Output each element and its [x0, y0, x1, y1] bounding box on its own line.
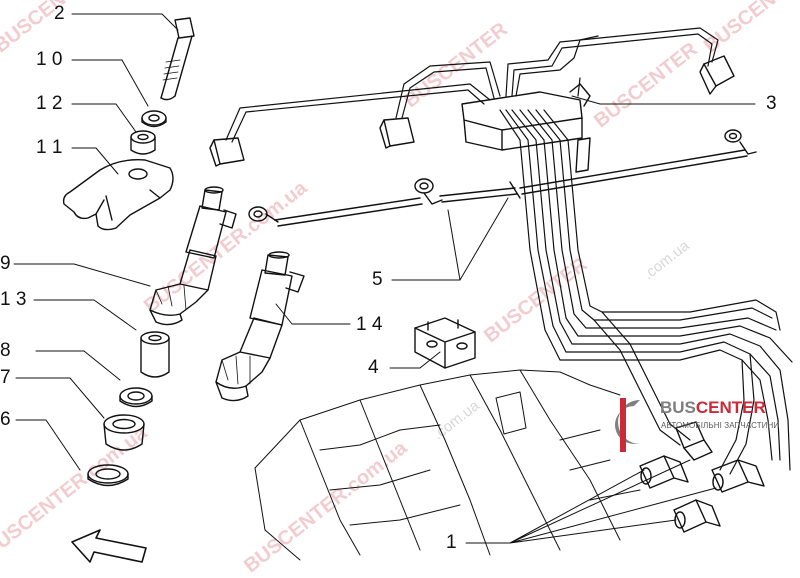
callout-6: 6 — [0, 409, 11, 430]
logo-word-center: CENTER — [695, 398, 766, 417]
pipe-fitting-part-1 — [639, 455, 689, 489]
return-line-part-5 — [248, 129, 757, 227]
pipe-nut — [699, 55, 735, 95]
injector-part-9 — [149, 186, 237, 326]
injection-pipes — [225, 27, 793, 475]
pipe-nut — [379, 117, 415, 149]
pipe-fitting-part-1 — [711, 459, 765, 493]
cup-part-7 — [103, 414, 145, 451]
injector-part-14 — [215, 251, 305, 402]
washer-part-10 — [141, 110, 167, 128]
callout-10: 1 0 — [36, 49, 63, 70]
callout-11: 1 1 — [36, 137, 63, 158]
callout-5: 5 — [372, 269, 383, 290]
logo-word-bus: BUS — [660, 398, 696, 417]
bushing-part-12 — [130, 130, 156, 155]
callout-14: 1 4 — [356, 314, 383, 335]
pipe-nut — [209, 137, 245, 167]
clamp-part-11 — [62, 159, 174, 231]
callout-7: 7 — [0, 367, 11, 388]
callout-3: 3 — [766, 93, 777, 114]
leader-lines — [13, 13, 756, 544]
logo-mark — [615, 398, 640, 452]
pipe-clamp-part-3 — [461, 83, 591, 173]
pipe-fitting-part-1 — [675, 421, 713, 461]
pipe-fitting-part-1 — [673, 499, 721, 533]
sleeve-part-13 — [140, 331, 170, 378]
callout-9: 9 — [0, 253, 11, 274]
callout-2: 2 — [54, 3, 65, 24]
logo-wordmark: BUSCENTER — [660, 398, 766, 418]
callout-4: 4 — [368, 357, 379, 378]
callout-8: 8 — [0, 340, 11, 361]
washer-part-8 — [119, 387, 153, 408]
logo-tagline: АВТОМОБІЛЬНІ ЗАПЧАСТИНИ — [661, 421, 780, 430]
callout-13: 1 3 — [0, 289, 27, 310]
direction-arrow — [71, 529, 147, 563]
ring-part-6 — [87, 464, 129, 487]
callout-12: 1 2 — [36, 93, 63, 114]
bolt-part-2 — [160, 17, 195, 101]
callout-1: 1 — [446, 532, 457, 553]
bracket-part-4 — [414, 317, 476, 369]
